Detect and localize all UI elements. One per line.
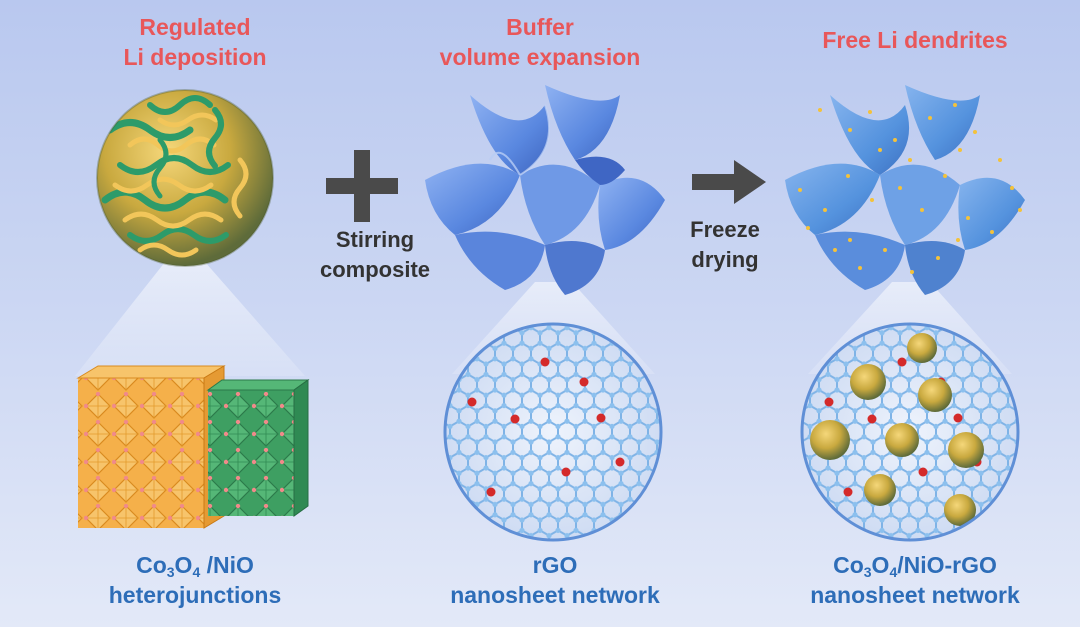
nio-crystal-lattice <box>206 379 310 517</box>
rgo-zoom-lens <box>443 322 663 542</box>
zoom-cone-left <box>75 262 305 376</box>
arrow-right-icon <box>692 160 766 204</box>
rgo-3d-network <box>425 85 665 295</box>
column-header-right: Free Li dendrites <box>822 27 1008 53</box>
step-label-stirring: Stirring composite <box>319 227 431 282</box>
composite-zoom-lens <box>800 322 1020 542</box>
co3o4-crystal-lattice <box>76 365 226 529</box>
caption-left: Co3O4 /NiO heterojunctions <box>108 552 282 608</box>
caption-right: Co3O4/NiO-rGO nanosheet network <box>810 552 1020 608</box>
column-header-left: Regulated Li deposition <box>123 14 267 70</box>
embedded-microspheres <box>810 333 984 526</box>
caption-middle: rGO nanosheet network <box>450 552 660 608</box>
co3o4-nio-microsphere <box>96 89 274 267</box>
column-header-middle: Buffer volume expansion <box>439 14 641 70</box>
composite-3d-network <box>785 85 1025 295</box>
plus-icon <box>326 150 398 222</box>
step-label-freeze-drying: Freeze drying <box>690 217 760 272</box>
